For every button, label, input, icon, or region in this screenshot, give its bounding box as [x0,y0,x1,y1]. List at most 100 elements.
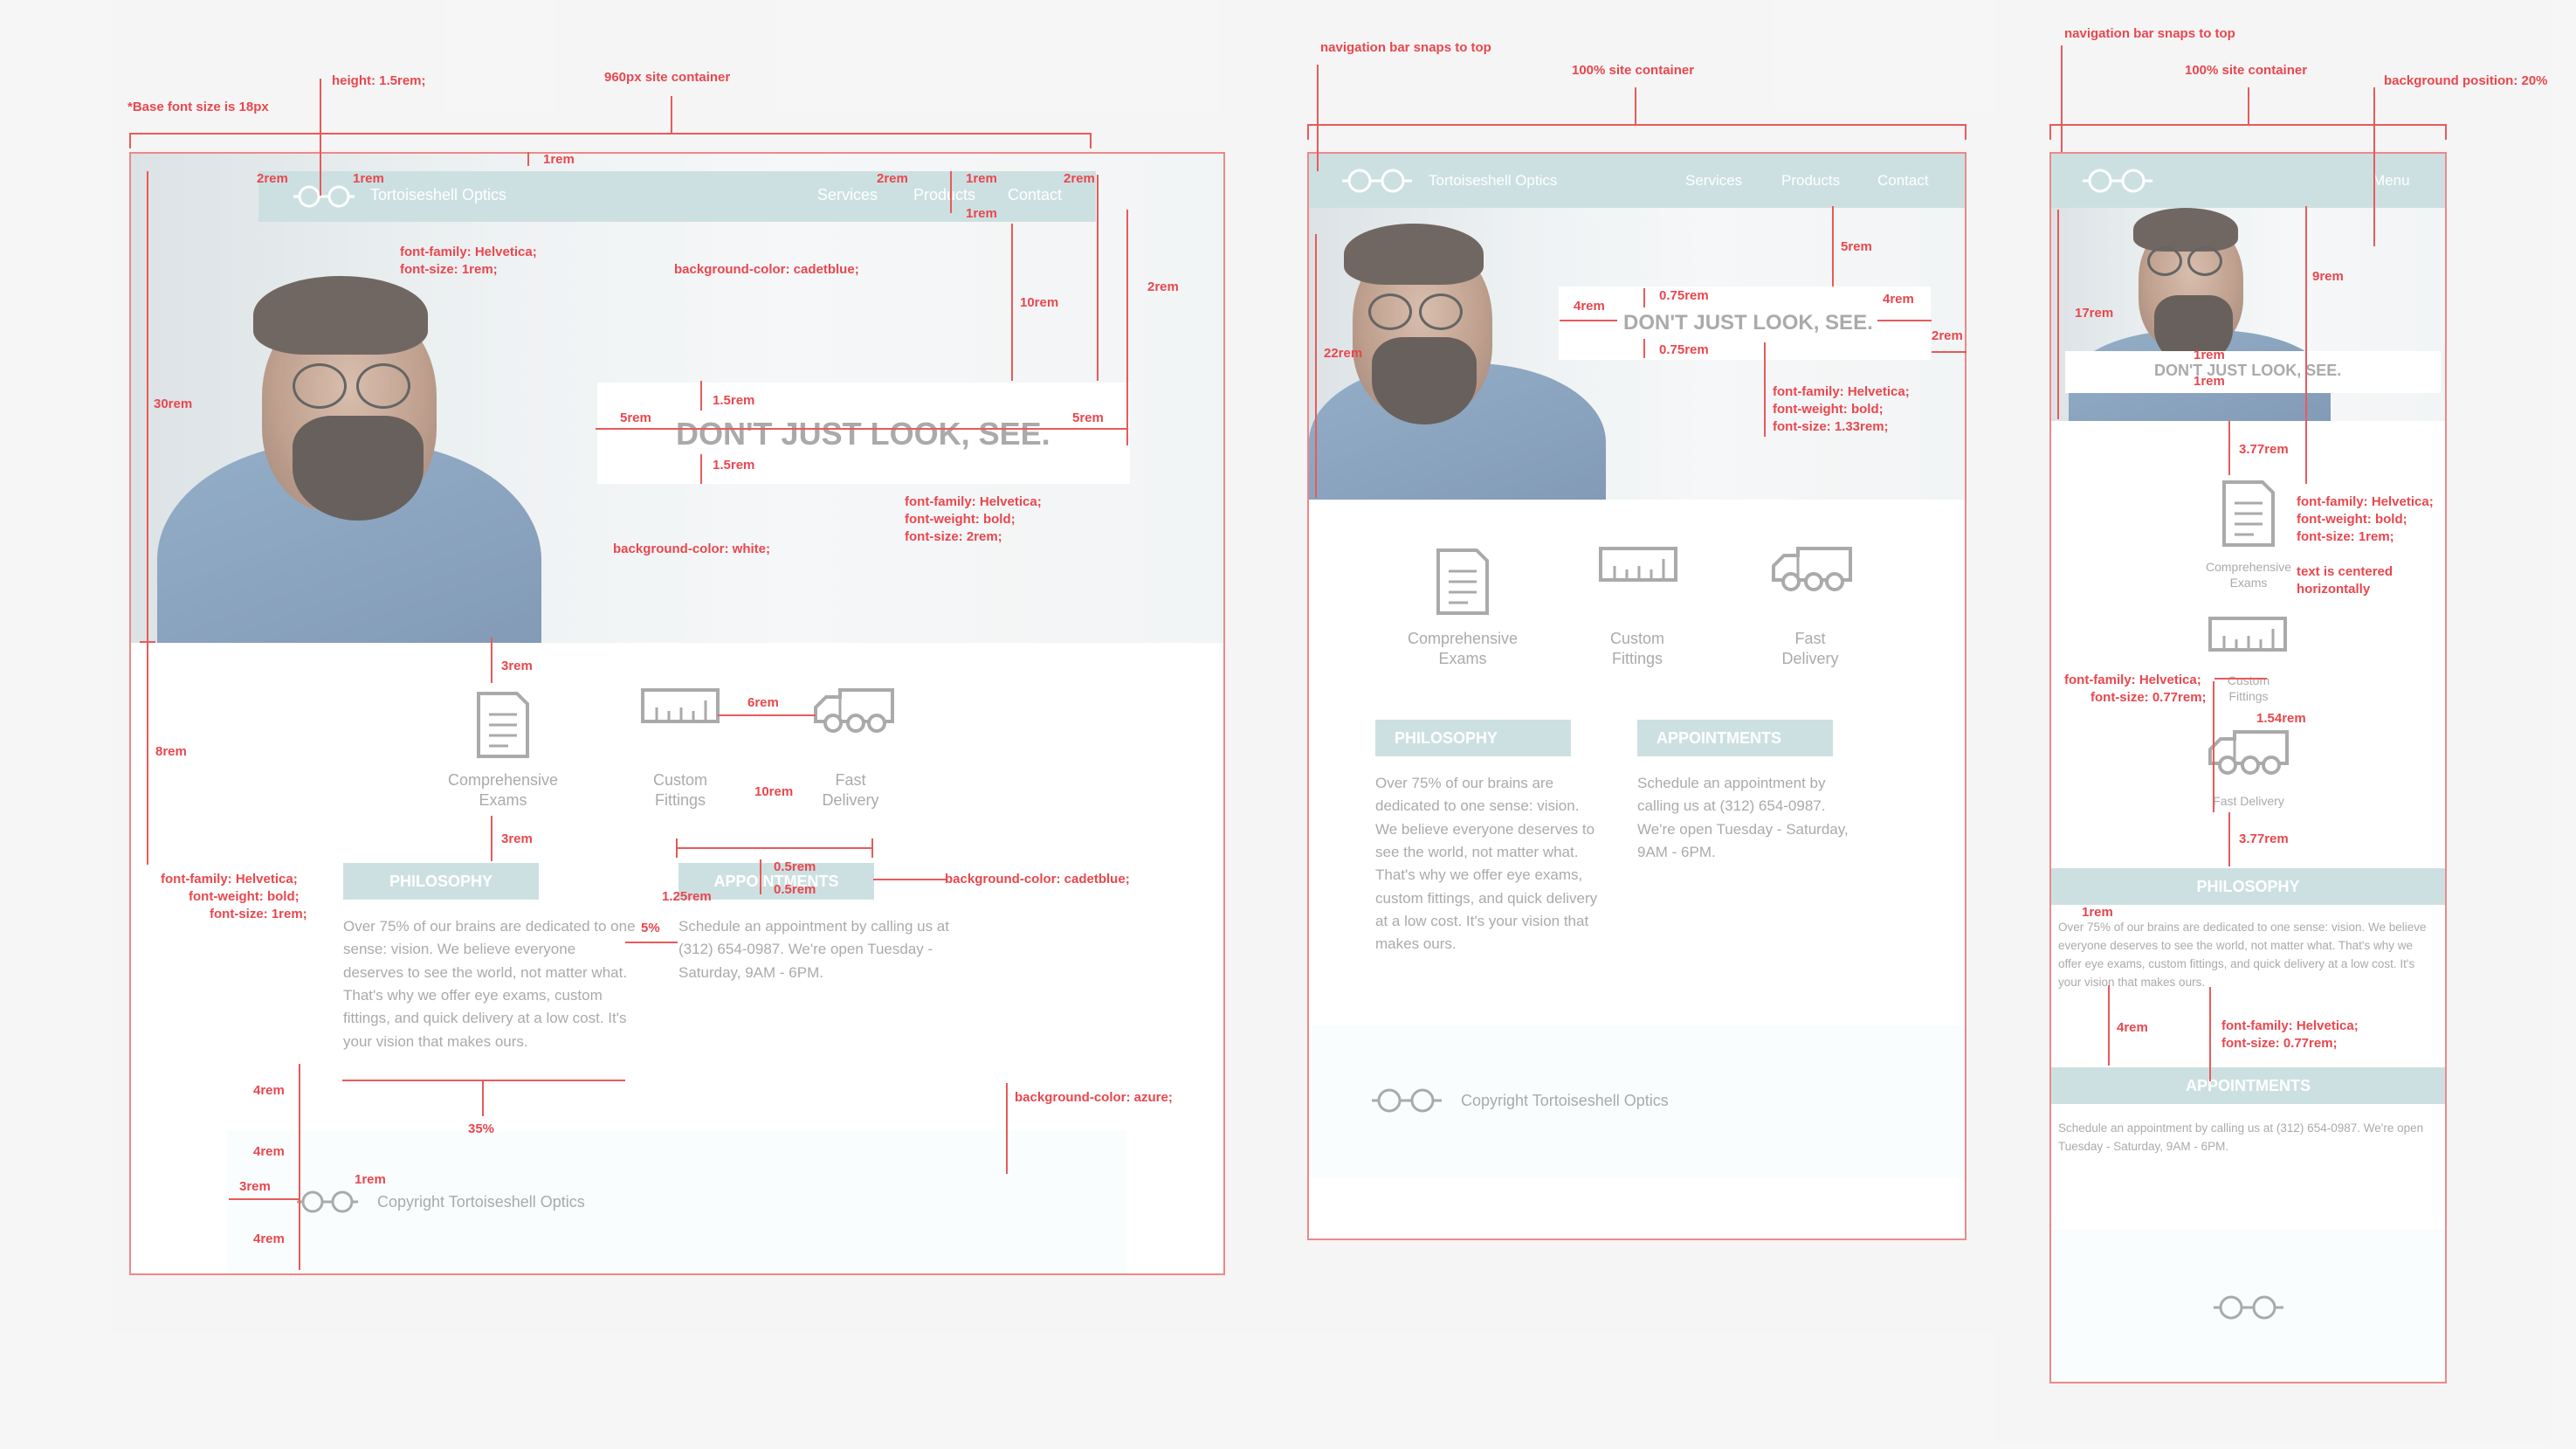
annotation: 3rem [239,1179,271,1194]
dim-line [1011,224,1013,381]
document-icon [1436,549,1489,615]
philosophy-button[interactable]: PHILOSOPHY [1375,720,1571,756]
philosophy-text: Over 75% of our brains are dedicated to … [343,918,636,1050]
dim-line [1315,234,1317,498]
annotation: 2rem [877,171,908,186]
truck-icon [814,688,894,733]
annotation: font-weight: bold; [2297,512,2407,527]
dim-line [320,79,321,196]
dim-line [2248,87,2249,124]
dim-line [676,838,678,858]
dim-line [1307,124,1309,140]
document-icon [477,692,529,758]
hero-tagline: DON'T JUST LOOK, SEE. [676,416,1050,452]
annotation: font-family: Helvetica; [400,245,537,259]
annotation: 10rem [1020,295,1059,310]
dim-line [482,1080,484,1116]
dim-line [2049,124,2447,126]
mobile-mockup: Menu DON'T JUST LOOK, SEE. Comprehensive… [2049,152,2447,1383]
philosophy-button[interactable]: PHILOSOPHY [2051,868,2445,905]
annotation: 1rem [355,1172,386,1187]
annotation: background-color: azure; [1015,1090,1173,1105]
annotation: font-size: 2rem; [905,529,1002,544]
appointments-button[interactable]: APPOINTMENTS [678,863,874,900]
annotation: 100% site container [2185,63,2308,78]
annotation: 4rem [2117,1020,2148,1035]
dim-line [2057,210,2059,419]
glasses-logo-icon [1342,169,1412,193]
annotation: 960px site container [604,70,731,85]
footer-glasses-icon [2214,1295,2283,1320]
feature-delivery-label: Fast Delivery [2213,794,2284,808]
brand-name: Tortoiseshell Optics [370,186,507,204]
annotation: 3.77rem [2239,831,2289,846]
footer [2051,1230,2445,1382]
tablet-mockup: Tortoiseshell Optics Services Products C… [1307,152,1966,1240]
nav-services-link[interactable]: Services [817,186,878,204]
philosophy-text: Over 75% of our brains are dedicated to … [2058,921,2427,989]
annotation: 1rem [353,171,384,186]
nav-menu-button[interactable]: Menu [2373,172,2410,189]
annotation: 4rem [1574,299,1605,314]
dim-line [700,381,702,411]
nav-products-link[interactable]: Products [1781,172,1841,189]
annotation: 5rem [1841,239,1872,254]
annotation: 3rem [501,831,533,846]
dim-line [1006,1083,1008,1174]
dim-line [1643,339,1645,358]
annotation: 8rem [155,744,187,759]
annotation: 6rem [747,695,779,710]
hero-tagline: DON'T JUST LOOK, SEE. [1623,311,1873,335]
annotation: height: 1.5rem; [332,73,426,88]
annotation: 1rem [966,206,997,221]
nav-contact-link[interactable]: Contact [1008,186,1063,204]
appointments-button[interactable]: APPOINTMENTS [2051,1067,2445,1104]
appointments-text: Schedule an appointment by calling us at… [1637,775,1849,861]
nav-contact-link[interactable]: Contact [1877,172,1929,189]
annotation: navigation bar snaps to top [2064,26,2235,41]
annotation: 1.54rem [2256,711,2306,726]
annotation: 0.5rem [774,859,816,874]
nav-products-link[interactable]: Products [913,186,976,204]
nav-bar-tablet: Tortoiseshell Optics Services Products C… [1309,154,1965,208]
dim-line [299,1064,300,1270]
dim-line [1932,351,1966,353]
nav-services-link[interactable]: Services [1685,172,1743,189]
dim-line [2049,124,2051,140]
dim-line [2108,985,2110,1066]
annotation: 3rem [501,659,533,673]
annotation: 1rem [543,152,575,167]
annotation: font-weight: bold; [1773,402,1884,417]
dim-line [2061,45,2063,152]
dim-line [2228,812,2230,866]
footer-copyright: Copyright Tortoiseshell Optics [1461,1092,1669,1109]
annotation: 35% [468,1121,495,1136]
truck-icon [1772,547,1852,591]
annotation: font-family: Helvetica; [2064,673,2201,687]
dim-line [718,714,816,716]
annotation: font-size: 1rem; [400,262,498,277]
dim-line [2213,681,2214,812]
annotation: 2rem [1932,328,1963,343]
annotation: 10rem [754,784,794,799]
dim-line [140,641,155,643]
appointments-button[interactable]: APPOINTMENTS [1637,720,1833,756]
dim-line [1090,133,1092,148]
footer [1309,1025,1965,1177]
annotation: 4rem [253,1144,285,1159]
annotation: 22rem [1324,346,1363,361]
annotation: horizontally [2297,582,2371,597]
philosophy-text: Over 75% of our brains are dedicated to … [1375,775,1598,953]
ruler-icon [641,688,720,723]
philosophy-button[interactable]: PHILOSOPHY [343,863,539,900]
annotation: background-color: cadetblue; [945,872,1130,887]
dim-line [147,171,148,865]
annotation: 5% [641,921,660,935]
annotation: font-size: 0.77rem; [2090,690,2207,705]
dim-line [129,133,1092,135]
appointments-text: Schedule an appointment by calling us at… [2058,1121,2424,1153]
